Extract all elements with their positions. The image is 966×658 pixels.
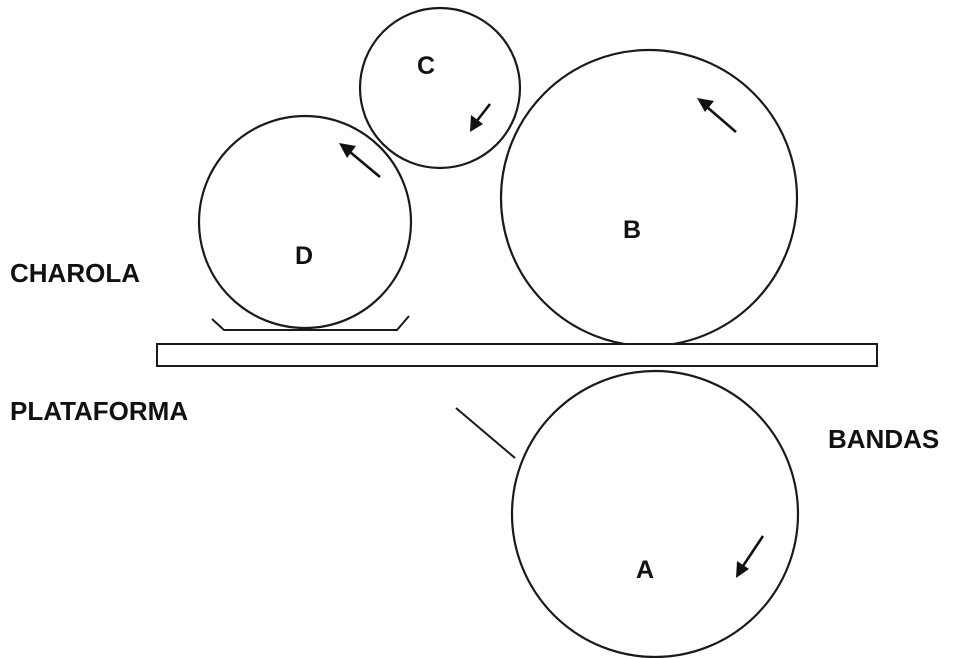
platform-bar (156, 343, 878, 367)
roller-c-label: C (417, 52, 435, 80)
tray-charola (211, 315, 410, 331)
roller-d-arrow-icon (339, 143, 381, 178)
roller-c-arrow-icon (470, 103, 492, 132)
roller-b-label: B (623, 216, 641, 244)
roller-d-label: D (295, 242, 313, 270)
roller-b-arrow-icon (697, 98, 737, 133)
roller-d (197, 114, 413, 330)
roller-c (358, 6, 522, 170)
roller-a-arrow-icon (736, 535, 765, 578)
roller-b (499, 48, 799, 348)
roller-a (510, 369, 800, 658)
leader-line (455, 407, 516, 459)
label-bandas: BANDAS (828, 424, 939, 454)
label-charola: CHAROLA (10, 258, 140, 288)
label-plataforma: PLATAFORMA (10, 396, 188, 426)
roller-a-label: A (636, 556, 654, 584)
